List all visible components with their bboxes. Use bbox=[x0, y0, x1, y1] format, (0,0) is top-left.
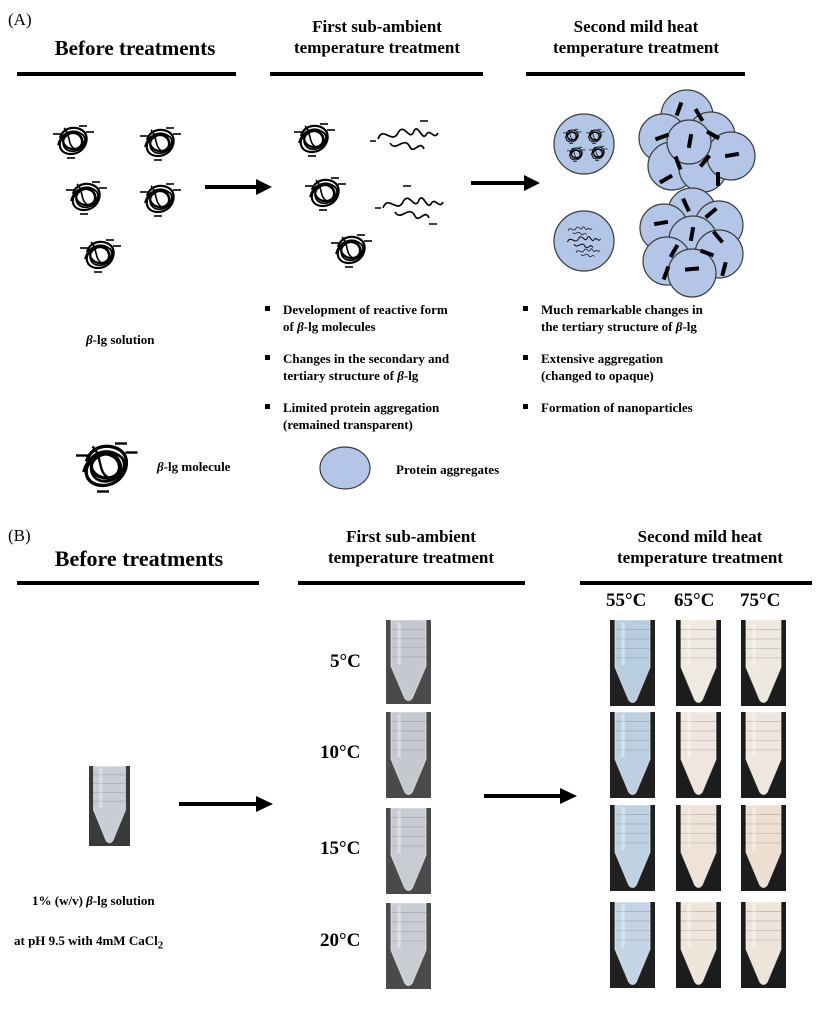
tube-10c-65c bbox=[676, 712, 721, 798]
tube-5c bbox=[386, 620, 431, 704]
bullet-item: Formation of nanoparticles bbox=[522, 399, 762, 416]
sample-label-line1: 1% (w/v) β-lg solution bbox=[32, 893, 155, 908]
panel-b-label: (B) bbox=[8, 526, 31, 545]
tube-15c bbox=[386, 808, 431, 894]
tube-15c-65c bbox=[676, 805, 721, 891]
panel-a-second-rule bbox=[526, 72, 745, 76]
tube-10c-75c bbox=[741, 712, 786, 798]
bullet-item: Development of reactive form of β-lg mol… bbox=[264, 301, 504, 335]
small-aggregate bbox=[553, 210, 615, 272]
panel-a-before-rule bbox=[17, 72, 236, 76]
second-temp-65: 65°C bbox=[674, 590, 715, 611]
tube-15c-75c bbox=[741, 805, 786, 891]
panel-b-before-rule bbox=[17, 581, 259, 585]
legend-molecule-label: β-lg molecule bbox=[157, 459, 231, 474]
panel-a-label: (A) bbox=[8, 10, 32, 29]
panel-a-graphics bbox=[51, 89, 756, 494]
second-treatment-bullets: Much remarkable changes in the tertiary … bbox=[522, 301, 762, 431]
panel-a-second-heading: Second mild heat temperature treatment bbox=[553, 17, 719, 57]
tube-20c-55c bbox=[610, 902, 655, 988]
legend-aggregate-icon bbox=[319, 446, 371, 490]
panel-b-second-rule bbox=[580, 581, 812, 585]
arrow-4 bbox=[484, 788, 577, 804]
second-temp-75: 75°C bbox=[740, 590, 781, 611]
arrow-3 bbox=[179, 796, 273, 812]
bullet-item: Much remarkable changes in the tertiary … bbox=[522, 301, 762, 335]
panel-b-first-heading: First sub-ambient temperature treatment bbox=[328, 527, 494, 567]
second-temp-55: 55°C bbox=[606, 590, 647, 611]
first-temp-10: 10°C bbox=[320, 742, 361, 763]
first-temp-5: 5°C bbox=[330, 651, 361, 672]
first-treatment-bullets: Development of reactive form of β-lg mol… bbox=[264, 301, 504, 448]
arrow-2 bbox=[471, 175, 540, 191]
first-temp-15: 15°C bbox=[320, 838, 361, 859]
tube-10c-55c bbox=[610, 712, 655, 798]
tube-5c-75c bbox=[741, 620, 786, 706]
panel-a-before-heading: Before treatments bbox=[54, 36, 216, 60]
panel-b-second-heading: Second mild heat temperature treatment bbox=[617, 527, 783, 567]
arrow-1 bbox=[205, 179, 272, 195]
legend-aggregates-label: Protein aggregates bbox=[396, 462, 500, 477]
bonds bbox=[654, 101, 740, 186]
tube-5c-65c bbox=[676, 620, 721, 706]
bullet-item: Changes in the secondary and tertiary st… bbox=[264, 350, 504, 384]
tube-15c-55c bbox=[610, 805, 655, 891]
unfolded-molecule bbox=[370, 120, 439, 151]
tube-5c-55c bbox=[610, 620, 655, 706]
unfolded-molecule bbox=[375, 185, 444, 225]
panel-b-before-heading: Before treatments bbox=[54, 546, 224, 571]
solution-label: β-lg solution bbox=[86, 332, 155, 347]
first-temp-20: 20°C bbox=[320, 930, 361, 951]
tube-20c-65c bbox=[676, 902, 721, 988]
tube-20c-75c bbox=[741, 902, 786, 988]
panel-a-first-heading: First sub-ambient temperature treatment bbox=[294, 17, 460, 57]
bullet-item: Extensive aggregation (changed to opaque… bbox=[522, 350, 762, 384]
bonds bbox=[653, 197, 728, 281]
tube-10c bbox=[386, 712, 431, 798]
bullet-item: Limited protein aggregation (remained tr… bbox=[264, 399, 504, 433]
tube-before bbox=[89, 766, 130, 846]
panel-a-first-rule bbox=[270, 72, 483, 76]
small-aggregate bbox=[553, 113, 615, 175]
panel-b-first-rule bbox=[298, 581, 525, 585]
sample-label-line2: at pH 9.5 with 4mM CaCl2 bbox=[14, 933, 164, 952]
tube-20c bbox=[386, 903, 431, 989]
